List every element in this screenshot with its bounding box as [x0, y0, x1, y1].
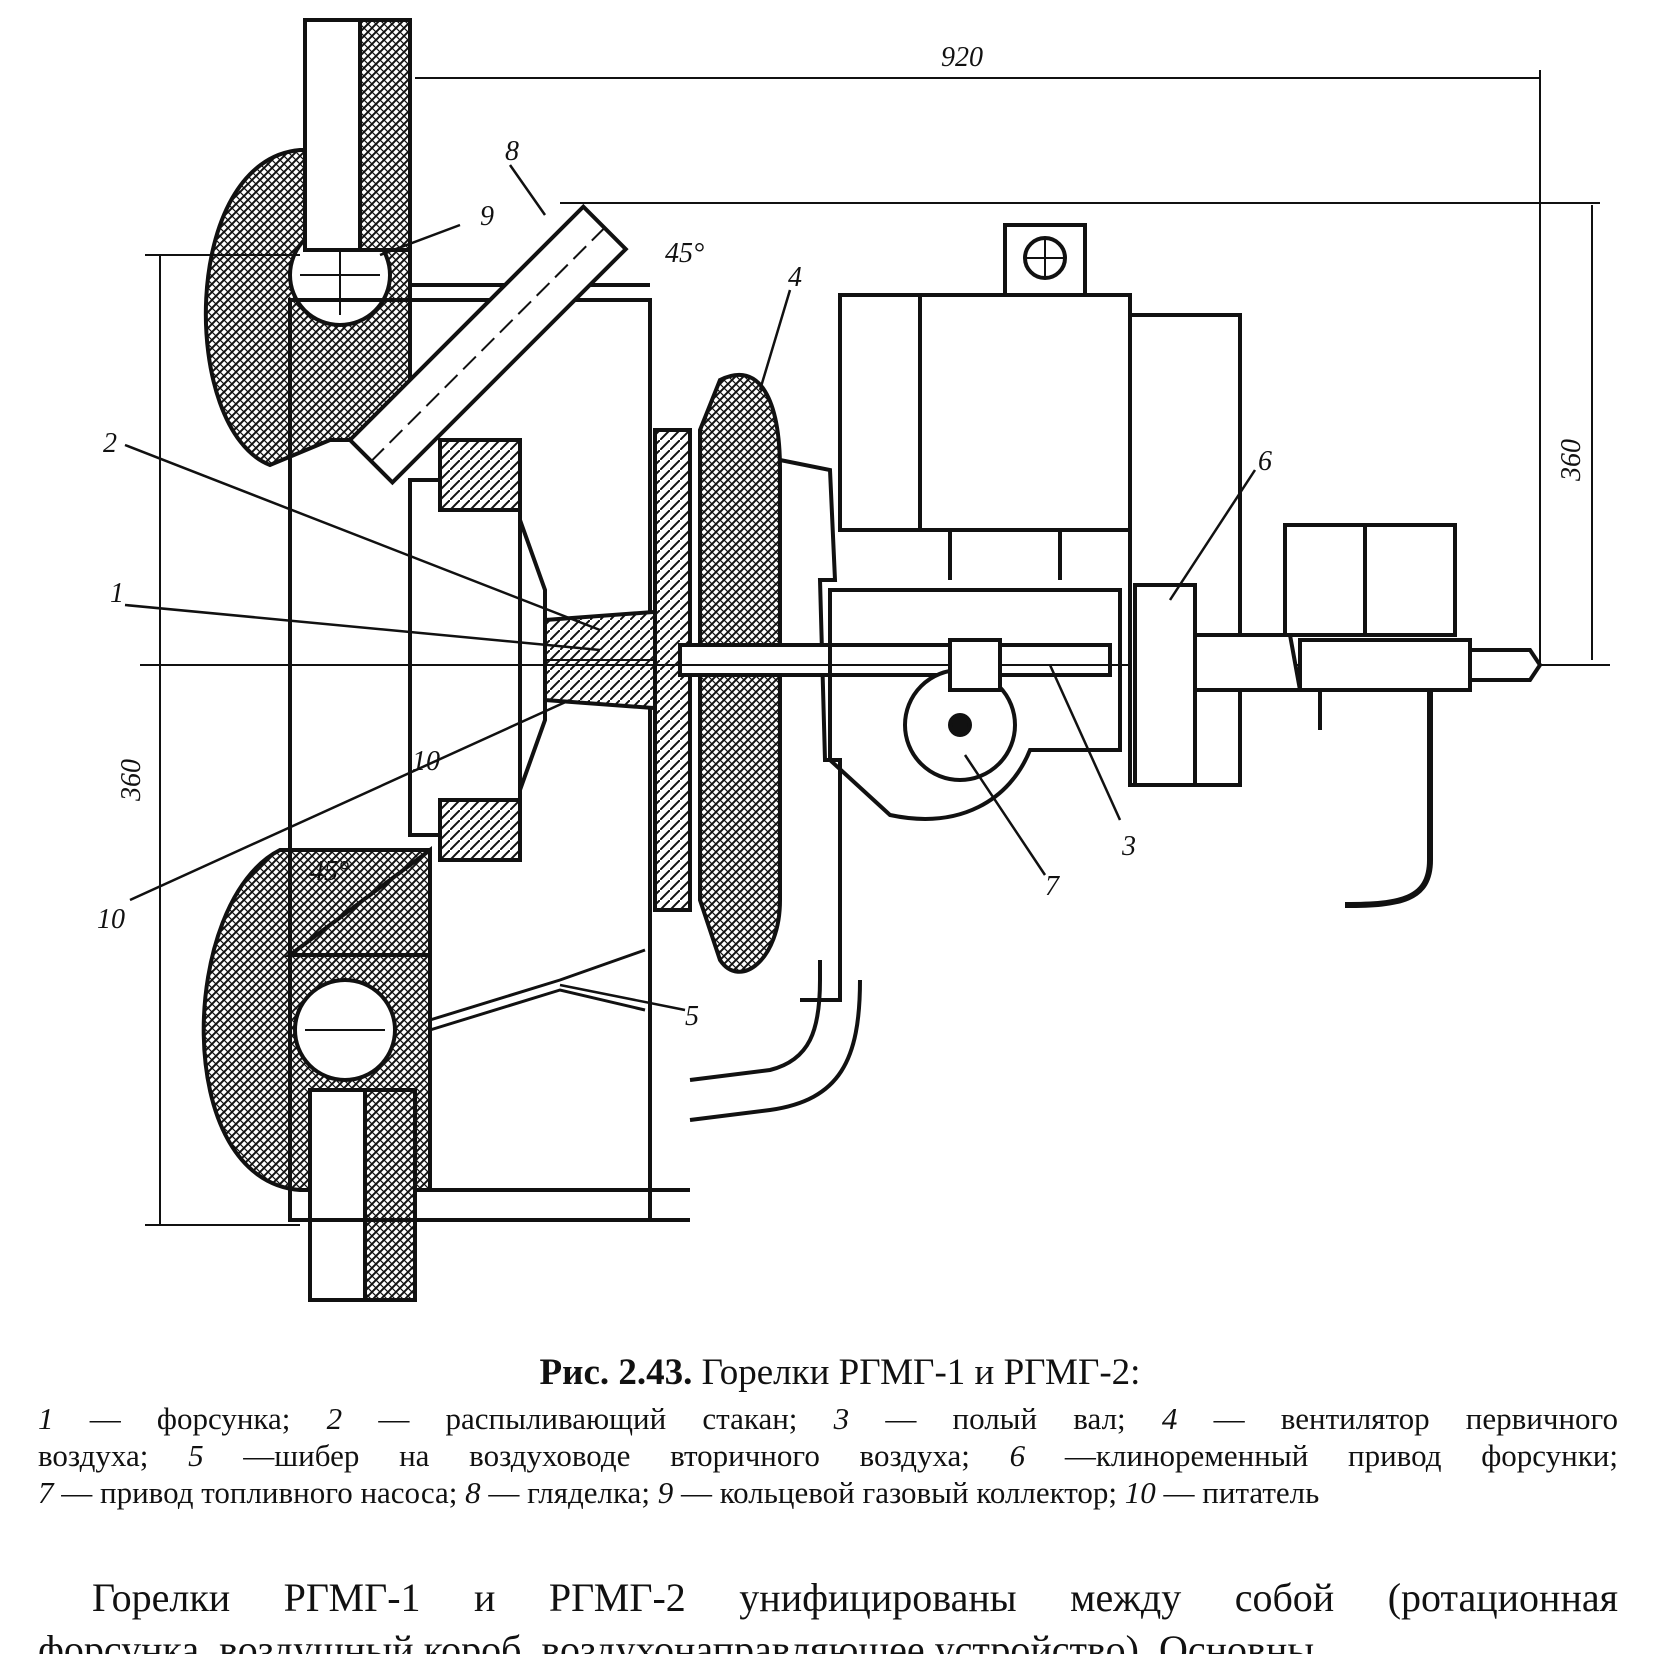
- dim-920: 920: [941, 42, 983, 73]
- legend-num: 8: [465, 1475, 481, 1510]
- bearing-housing: [828, 588, 1122, 821]
- figure-legend: 1 — форсунка; 2 — распыливающий стакан; …: [38, 1400, 1618, 1511]
- figure-caption: Рис. 2.43. Горелки РГМГ-1 и РГМГ-2:: [0, 1352, 1680, 1394]
- legend-num: 1: [38, 1401, 54, 1436]
- label-2: 2: [103, 428, 117, 459]
- label-8: 8: [505, 136, 519, 167]
- legend-num: 6: [1009, 1438, 1026, 1473]
- angle-top: 45°: [665, 238, 704, 269]
- feeder-housing: [408, 478, 522, 837]
- legend-text: — питатель: [1155, 1475, 1320, 1510]
- label-5: 5: [685, 1001, 699, 1032]
- figure-number: Рис. 2.43.: [539, 1352, 693, 1393]
- label-7: 7: [1045, 871, 1060, 902]
- legend-num: 4: [1161, 1401, 1178, 1436]
- label-9: 9: [480, 201, 494, 232]
- legend-num: 5: [188, 1438, 204, 1473]
- legend-text: —шибер на воздуховоде вторичного воздуха…: [203, 1438, 1010, 1473]
- legend-text: — привод топливного насоса;: [53, 1475, 466, 1510]
- body-paragraph: Горелки РГМГ-1 и РГМГ-2 унифицированы ме…: [38, 1572, 1618, 1654]
- v-belt-pulley: [1133, 583, 1197, 787]
- legend-num: 9: [657, 1475, 674, 1510]
- legend-text: — вентилятор первичного: [1177, 1401, 1618, 1436]
- label-10: 10: [97, 904, 125, 935]
- air-damper: [429, 948, 646, 1022]
- legend-text: воздуха;: [38, 1438, 189, 1473]
- label-3: 3: [1121, 831, 1136, 862]
- sight-glass: [347, 203, 629, 486]
- legend-text: — распыливающий стакан;: [342, 1401, 834, 1436]
- dimensions: [145, 70, 1600, 1226]
- fuel-pump: [1283, 523, 1457, 637]
- drawing-lines: [140, 18, 1610, 1302]
- legend-text: —клиноременный привод форсунки;: [1025, 1438, 1618, 1473]
- burner-svg: 920 360 360 45° 45° 1 2 3 4 5 6 7 8 9 10…: [97, 18, 1610, 1302]
- legend-num: 2: [326, 1401, 343, 1436]
- fuel-line: [1344, 690, 1433, 908]
- leader-lines: [124, 164, 1257, 1012]
- legend-text: — полый вал;: [849, 1401, 1162, 1436]
- legend-line-2: воздуха; 5 —шибер на воздуховоде вторичн…: [38, 1437, 1618, 1474]
- legend-text: — гляделка;: [480, 1475, 658, 1510]
- legend-text: — форсунка;: [53, 1401, 327, 1436]
- label-10-inner: 10: [412, 746, 440, 777]
- burner-drawing: 920 360 360 45° 45° 1 2 3 4 5 6 7 8 9 10…: [97, 18, 1610, 1302]
- legend-line-3: 7 — привод топливного насоса; 8 — глядел…: [38, 1474, 1618, 1511]
- dim-360-left: 360: [116, 759, 147, 802]
- label-4: 4: [788, 262, 802, 293]
- legend-text: — кольцевой газовый коллектор;: [673, 1475, 1125, 1510]
- legend-num: 10: [1124, 1475, 1156, 1510]
- dim-360-right: 360: [1556, 439, 1587, 482]
- hollow-shaft: [678, 643, 1112, 677]
- legend-num: 3: [833, 1401, 850, 1436]
- figure-title: Горелки РГМГ-1 и РГМГ-2:: [701, 1352, 1141, 1393]
- body-line-2: форсунка, воздушный короб, воздухонаправ…: [38, 1627, 1315, 1654]
- legend-line-1: 1 — форсунка; 2 — распыливающий стакан; …: [38, 1400, 1618, 1437]
- label-6: 6: [1258, 446, 1272, 477]
- legend-num: 7: [38, 1475, 54, 1510]
- body-line-1: Горелки РГМГ-1 и РГМГ-2 унифицированы ме…: [92, 1575, 1618, 1620]
- electric-motor: [838, 293, 1132, 532]
- label-1: 1: [110, 578, 124, 609]
- angle-bottom: 45°: [310, 856, 349, 887]
